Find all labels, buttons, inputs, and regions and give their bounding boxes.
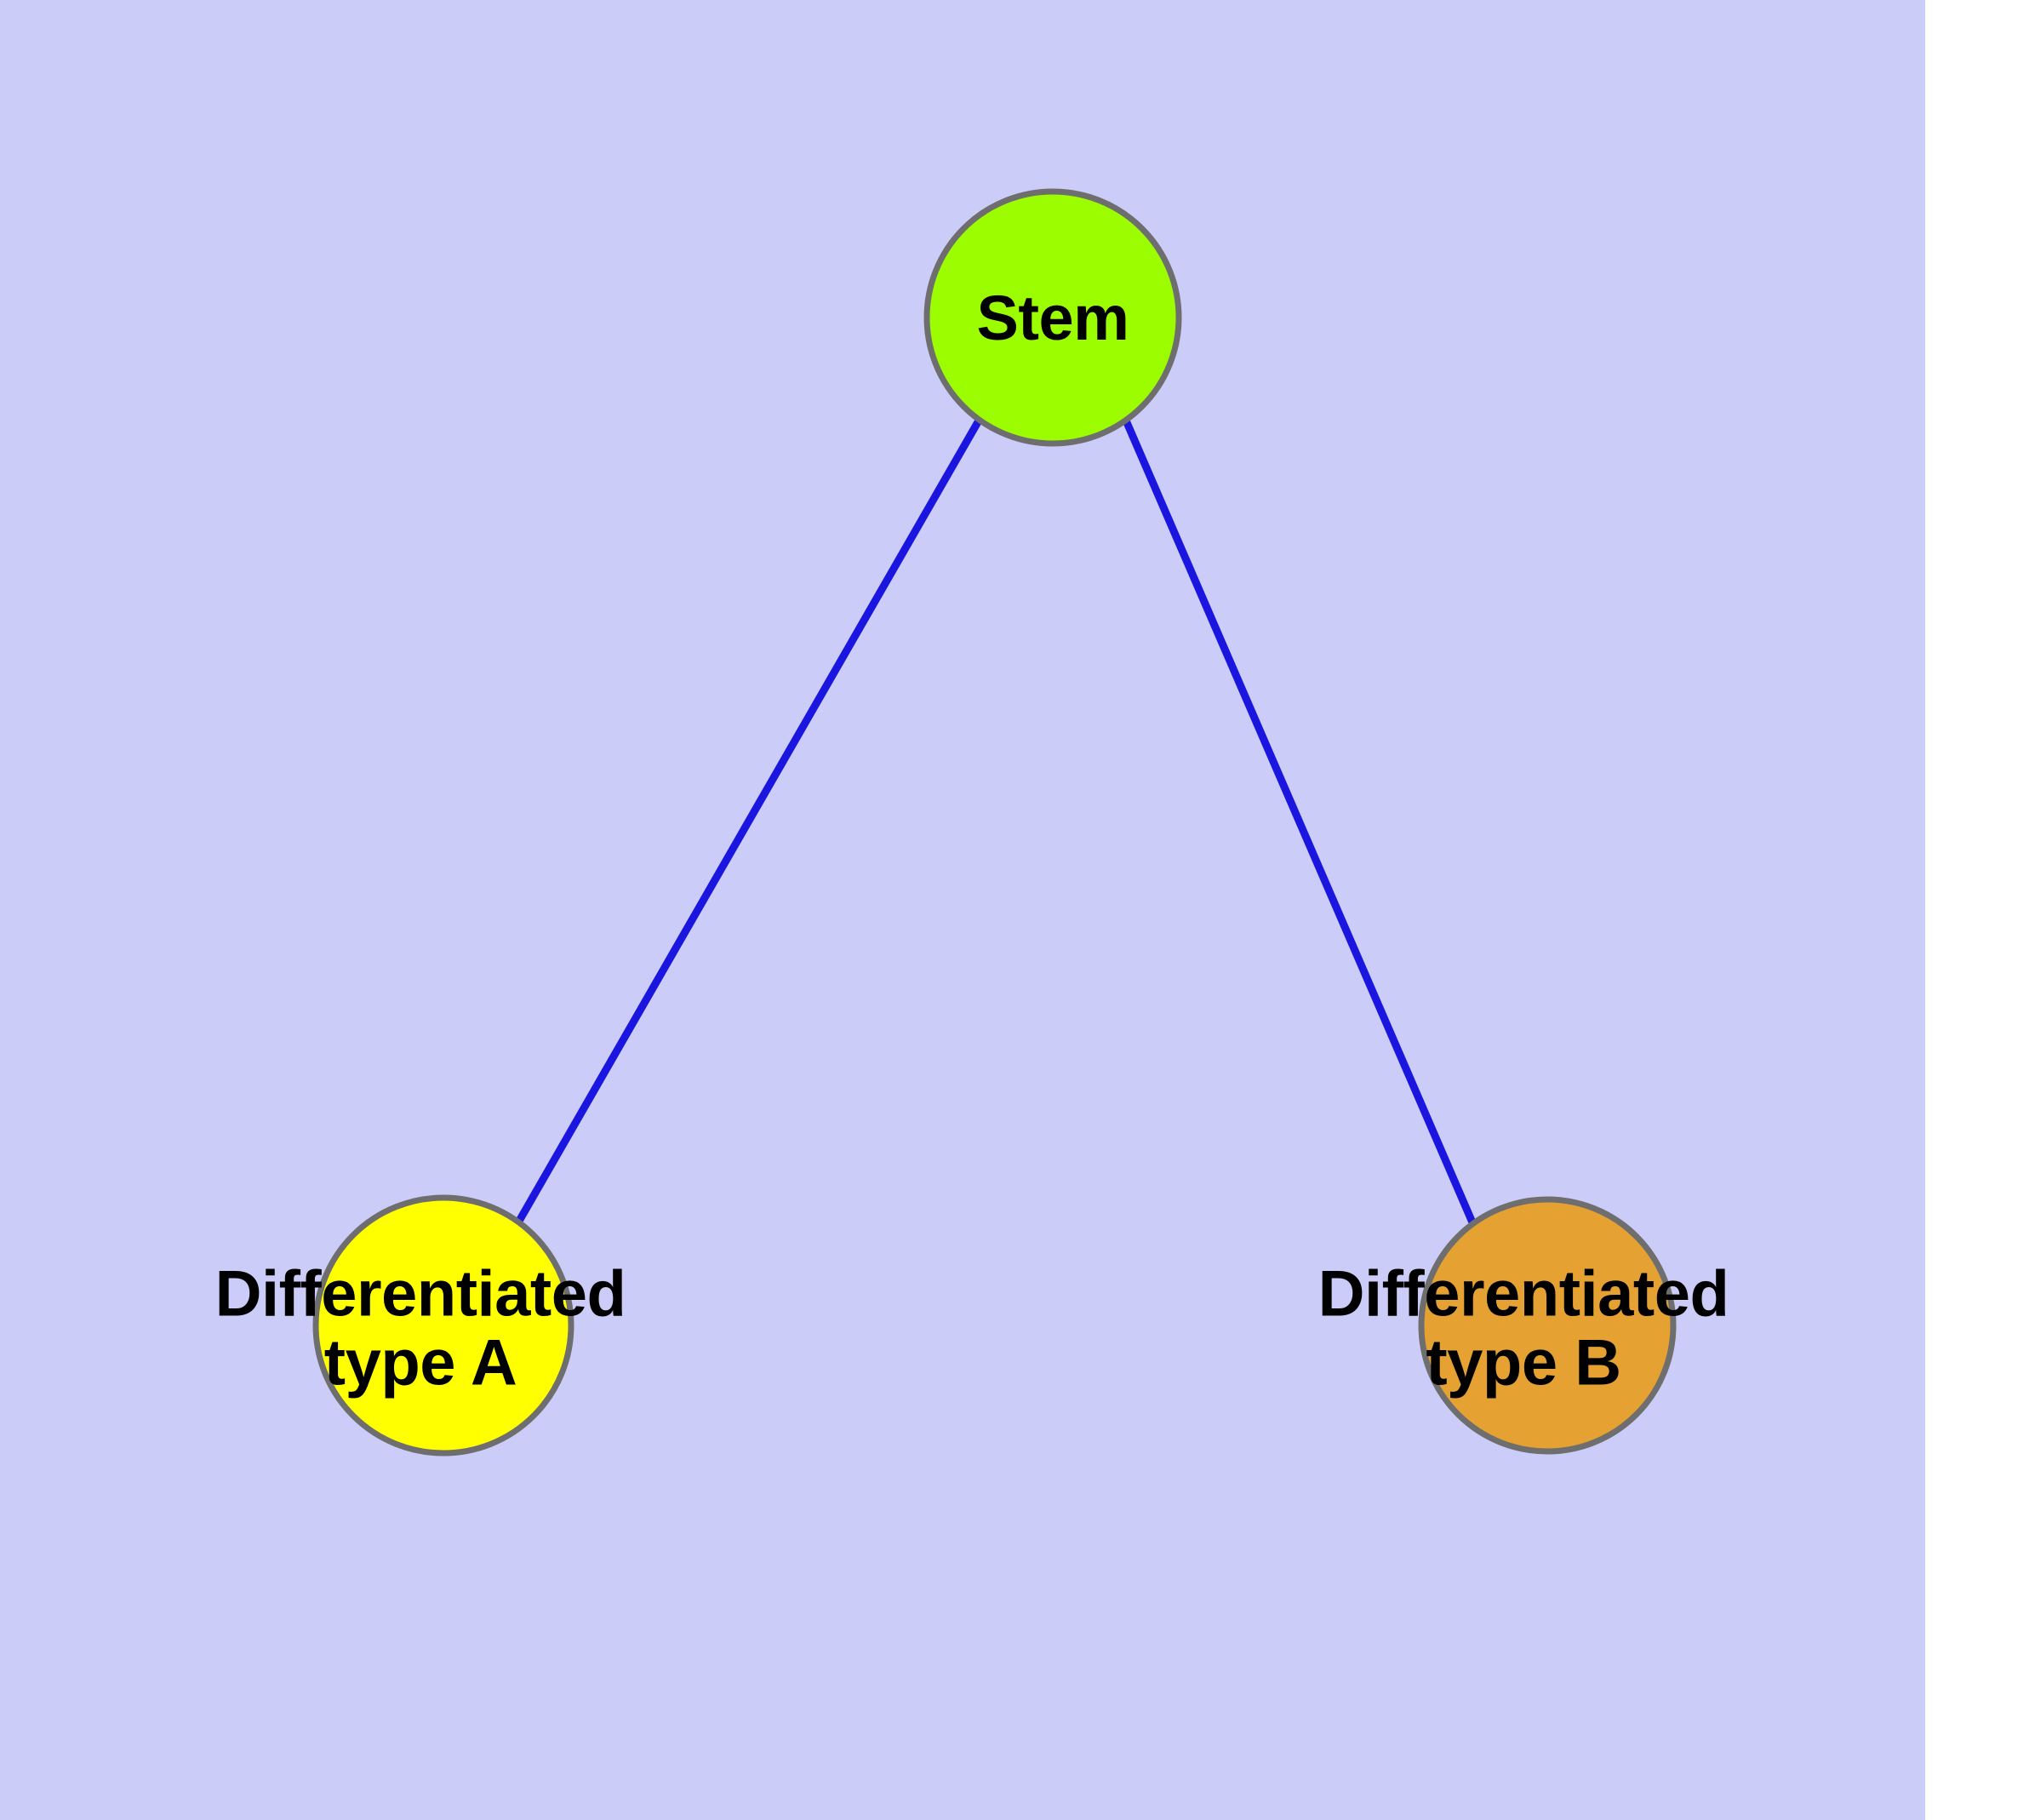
node-stem-circle[interactable]: [923, 188, 1182, 447]
node-diff-b-circle[interactable]: [1418, 1196, 1677, 1455]
node-diff-a-circle[interactable]: [312, 1194, 574, 1457]
edge-stem-to-diff-a: [514, 416, 983, 1227]
edge-layer: [514, 416, 1477, 1227]
edge-stem-to-diff-b: [1122, 416, 1477, 1227]
node-layer: [312, 188, 1677, 1457]
